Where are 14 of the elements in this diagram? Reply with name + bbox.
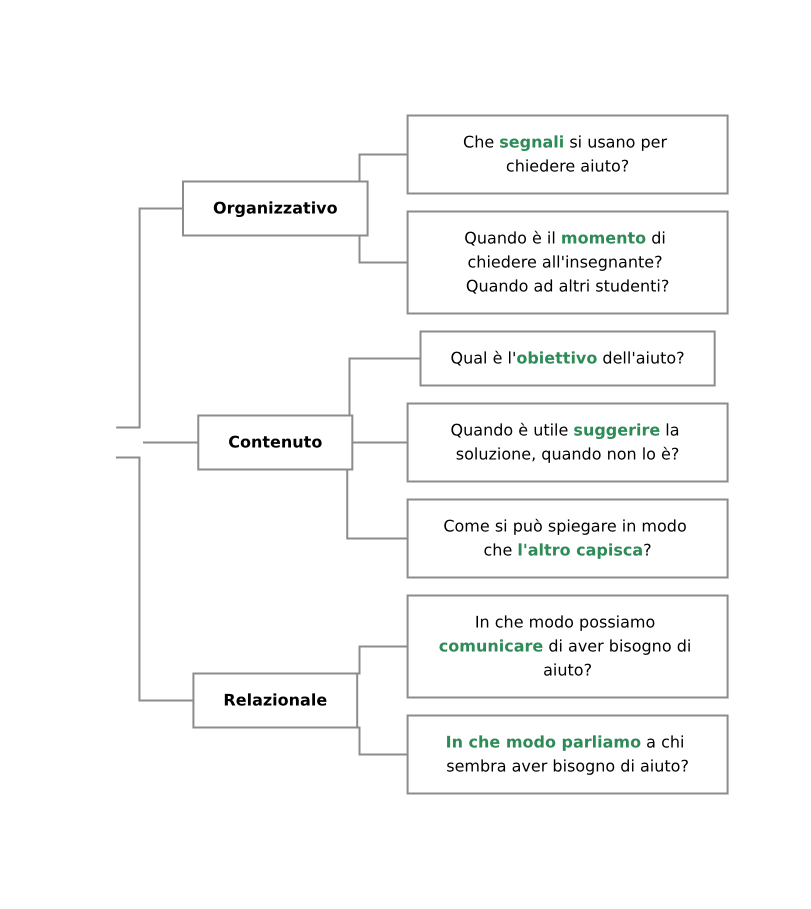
node-box: In che modo parliamo a chi sembra aver bisogno di aiuto? [406, 714, 729, 794]
node-box: Quando è utile suggerire la soluzione, quando non lo è? [406, 402, 729, 482]
connector [352, 442, 408, 444]
node-box: In che modo possiamo comunicare di aver bisogno di aiuto? [406, 594, 729, 698]
connector [116, 456, 194, 702]
node-box: Come si può spiegare in modo che l'altro capisca? [406, 498, 729, 578]
node-box: Qual è l'obiettivo dell'aiuto? [420, 330, 716, 386]
connector [116, 208, 184, 428]
connector [143, 442, 198, 444]
node-box: Relazionale [192, 672, 358, 728]
node-box: Contenuto [197, 414, 354, 470]
node-box: Organizzativo [182, 180, 369, 236]
node-box: Che segnali si usano per chiedere aiuto? [406, 114, 729, 194]
node-box: Quando è il momento di chiedere all'insegnante? Quando ad altri studenti? [406, 210, 729, 314]
